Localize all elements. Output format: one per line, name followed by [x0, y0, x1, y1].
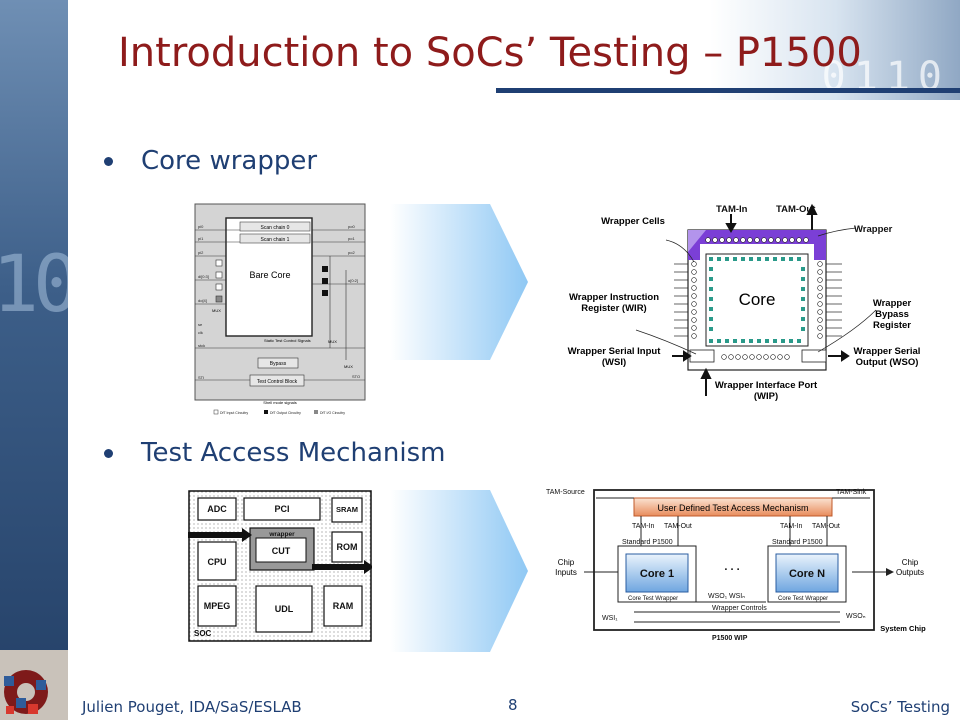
legend-io-circuitry: DfT I/O Circuitry — [320, 411, 345, 415]
tam-source-label: TAM-Source — [546, 489, 585, 496]
bullet-dot-icon — [104, 156, 113, 166]
shell-mode-label: Shell mode signals — [263, 400, 297, 405]
static-test-label: Static Test Control Signals — [264, 338, 311, 343]
wrapper-cells-label: Wrapper Cells — [601, 216, 665, 227]
wir-label: Wrapper Instruction Register (WIR) — [568, 292, 660, 314]
title-underline — [496, 88, 960, 93]
tam-architecture-diagram: User Defined Test Access Mechanism TAM-S… — [546, 489, 926, 642]
chip-inputs-label: Chip Inputs — [555, 558, 577, 577]
tam-in-label: TAM-In — [716, 204, 748, 215]
bullet-text: Test Access Mechanism — [141, 438, 446, 468]
slide-title: Introduction to SoCs’ Testing – P1500 — [118, 30, 862, 76]
shell-right-label: STO — [352, 374, 360, 379]
core-1-label: Core 1 — [640, 568, 674, 580]
tam-out-label: TAM-Out — [776, 204, 816, 215]
core-wrapper-n-label: Core Test Wrapper — [778, 596, 828, 602]
ellipsis-label: . . . — [724, 561, 739, 573]
tam-out-1-label: TAM-Out — [664, 523, 692, 530]
tam-out-n-label: TAM-Out — [812, 523, 840, 530]
binary-digits-decoration: 10 — [0, 240, 68, 330]
top-decoration-band: 0110 — [68, 0, 960, 100]
footer-topic: SoCs’ Testing — [850, 698, 950, 716]
wso-label: Wrapper Serial Output (WSO) — [853, 346, 921, 368]
bare-core-label: Bare Core — [249, 270, 290, 280]
shell-right-label: po2 — [348, 250, 355, 255]
block-adc-label: ADC — [207, 504, 227, 514]
core-label: Core — [739, 290, 776, 309]
shell-schematic-diagram: Scan chain 0 Scan chain 1 Bare Core MUX … — [194, 203, 366, 415]
block-ram-label: RAM — [333, 601, 354, 611]
p1500-wip-label: P1500 WIP — [712, 635, 748, 642]
tam-in-1-label: TAM-In — [632, 523, 655, 530]
transition-arrow-icon — [390, 490, 528, 652]
wrapper-label: Wrapper — [854, 224, 893, 235]
left-decoration-bar: 10 — [0, 0, 68, 720]
wrapper-controls-label: Wrapper Controls — [712, 605, 767, 612]
wso-wsi-label: WSO₁ WSIₙ — [708, 593, 745, 600]
core-n-label: Core N — [789, 568, 825, 580]
block-rom-label: ROM — [337, 542, 358, 552]
bullet-text: Core wrapper — [141, 146, 318, 176]
standard-n-label: Standard P1500 — [772, 539, 823, 546]
soc-block-diagram: ADC PCI SRAM CPU CUT ROM MPEG UDL RAM wr… — [188, 490, 372, 642]
shell-right-label: po1 — [348, 236, 355, 241]
bullet-test-access-mechanism: Test Access Mechanism — [104, 438, 445, 468]
shell-left-label: clk — [198, 330, 203, 335]
block-cpu-label: CPU — [207, 557, 226, 567]
tam-mechanism-label: User Defined Test Access Mechanism — [658, 503, 809, 513]
legend-input-circuitry: DfT Input Circuitry — [220, 411, 248, 415]
chip-outputs-label: Chip Outputs — [895, 558, 924, 577]
shell-left-label: pi1 — [198, 236, 204, 241]
mux2-label: MUX — [328, 339, 337, 344]
shell-right-label: o[0:2] — [348, 278, 358, 283]
wby-label: Wrapper Bypass Register — [872, 298, 912, 331]
block-udl-label: UDL — [275, 604, 294, 614]
scan-chain-1-label: Scan chain 1 — [261, 237, 290, 243]
shell-left-label: di[0:3] — [198, 274, 209, 279]
bullet-core-wrapper: Core wrapper — [104, 146, 317, 176]
block-pci-label: PCI — [274, 504, 289, 514]
university-logo-icon — [0, 650, 68, 720]
scan-chain-0-label: Scan chain 0 — [261, 225, 290, 231]
transition-arrow-icon — [390, 204, 528, 360]
bullet-dot-icon — [104, 448, 113, 458]
system-chip-label: System Chip — [880, 624, 926, 633]
tam-in-n-label: TAM-In — [780, 523, 803, 530]
mux3-label: MUX — [344, 364, 353, 369]
wip-label: Wrapper Interface Port (WIP) — [714, 380, 818, 402]
wsi-label: Wrapper Serial Input (WSI) — [567, 346, 661, 368]
shell-right-label: po0 — [348, 224, 355, 229]
core-wrapper-1-label: Core Test Wrapper — [628, 596, 678, 602]
tam-sink-label: TAM-Sink — [836, 489, 867, 496]
shell-left-label: se — [198, 322, 203, 327]
test-control-label: Test Control Block — [257, 379, 298, 385]
block-mpeg-label: MPEG — [204, 601, 231, 611]
shell-left-label: do[4] — [198, 298, 207, 303]
wrapper-label: wrapper — [268, 531, 295, 538]
footer-author: Julien Pouget, IDA/SaS/ESLAB — [82, 698, 302, 716]
block-sram-label: SRAM — [336, 505, 358, 514]
legend-output-circuitry: DfT Output Circuitry — [270, 411, 301, 415]
soc-label: SOC — [194, 629, 212, 638]
page-number: 8 — [508, 696, 518, 714]
wsi1-label: WSI₁ — [602, 615, 618, 622]
p1500-wrapper-diagram: Core TAM-In TAM-Out Wrapper Wrapper Cell… — [567, 203, 921, 402]
shell-left-label: pi0 — [198, 224, 204, 229]
shell-left-label: stck — [198, 343, 205, 348]
shell-left-label: STI — [198, 375, 204, 380]
block-cut-label: CUT — [272, 546, 291, 556]
standard-1-label: Standard P1500 — [622, 539, 673, 546]
wson-label: WSOₙ — [846, 613, 866, 620]
shell-left-label: pi2 — [198, 250, 204, 255]
bypass-label: Bypass — [270, 361, 287, 367]
mux1-label: MUX — [212, 308, 221, 313]
